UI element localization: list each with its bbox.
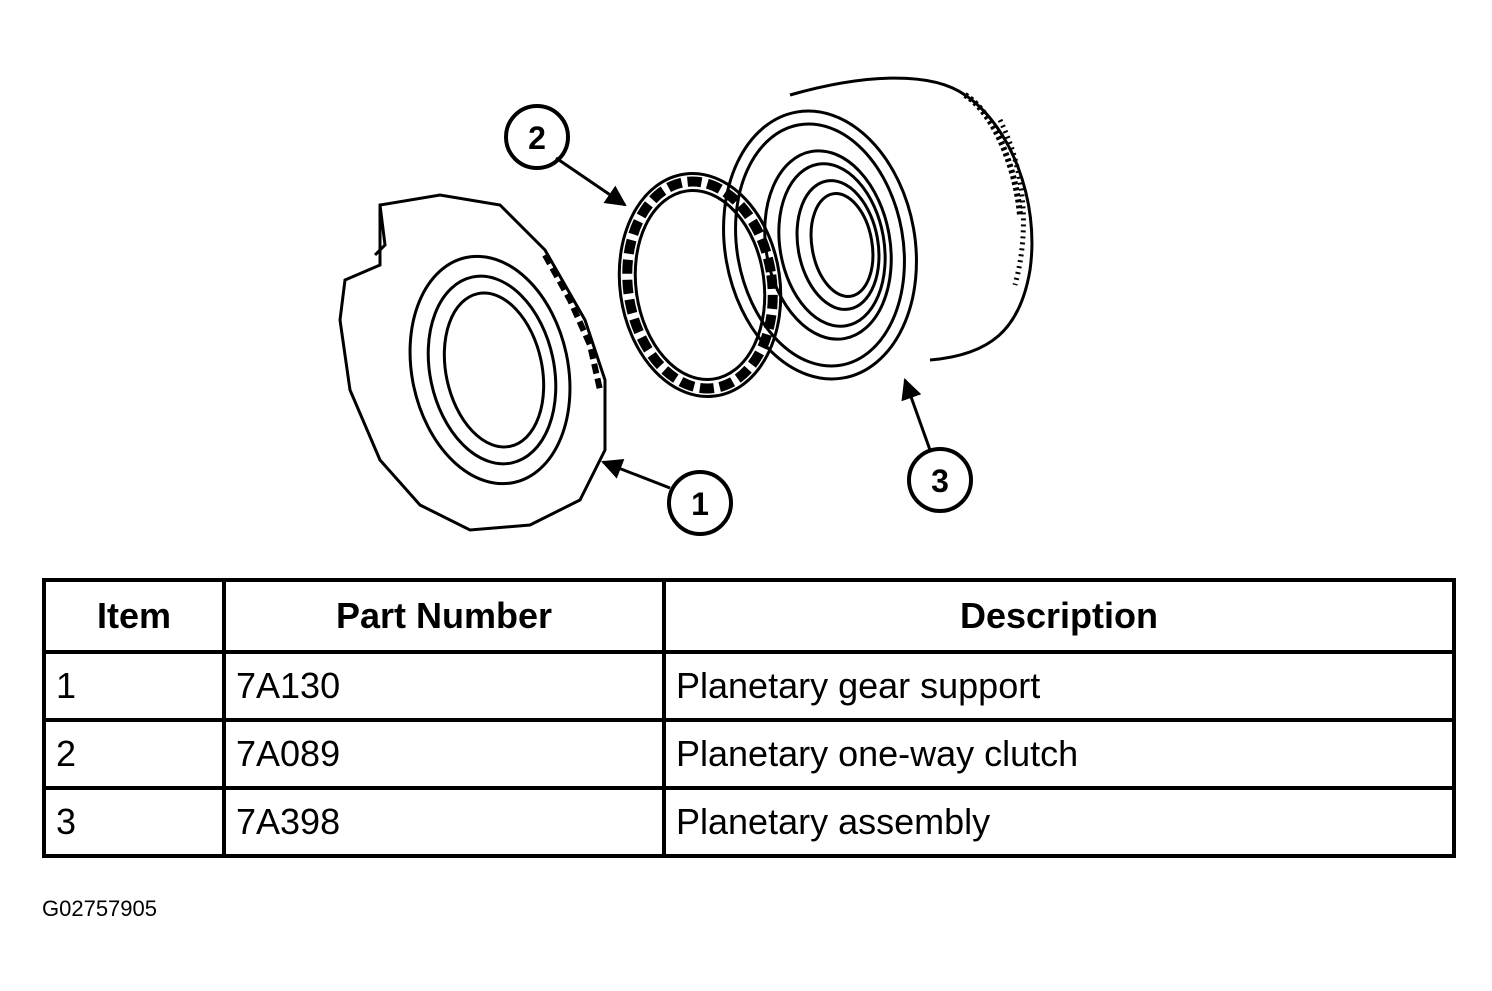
cell-part-number: 7A089: [222, 718, 666, 790]
callout-1-label: 1: [691, 486, 709, 522]
table-header-row: Item Part Number Description: [42, 578, 1456, 654]
cell-item: 1: [42, 650, 226, 722]
table-row: 2 7A089 Planetary one-way clutch: [42, 718, 1456, 790]
header-part-number: Part Number: [222, 578, 666, 654]
cell-description: Planetary gear support: [662, 650, 1456, 722]
callout-3: 3: [901, 378, 973, 513]
cell-item: 3: [42, 786, 226, 858]
table-row: 3 7A398 Planetary assembly: [42, 786, 1456, 858]
table-row: 1 7A130 Planetary gear support: [42, 650, 1456, 722]
one-way-clutch-drawing: [617, 172, 783, 398]
planetary-assembly-drawing: [722, 76, 1034, 381]
header-item: Item: [42, 578, 226, 654]
gear-support-drawing: [338, 193, 607, 532]
callout-2-label: 2: [528, 120, 546, 156]
callout-3-label: 3: [931, 463, 949, 499]
parts-table: Item Part Number Description 1 7A130 Pla…: [42, 578, 1456, 858]
cell-description: Planetary one-way clutch: [662, 718, 1456, 790]
cell-part-number: 7A130: [222, 650, 666, 722]
cell-description: Planetary assembly: [662, 786, 1456, 858]
callout-2: 2: [504, 104, 627, 207]
callout-1: 1: [601, 459, 733, 536]
cell-item: 2: [42, 718, 226, 790]
header-description: Description: [662, 578, 1456, 654]
figure-id: G02757905: [42, 896, 157, 921]
exploded-view-illustration: 2 1 3: [338, 76, 1034, 536]
cell-part-number: 7A398: [222, 786, 666, 858]
